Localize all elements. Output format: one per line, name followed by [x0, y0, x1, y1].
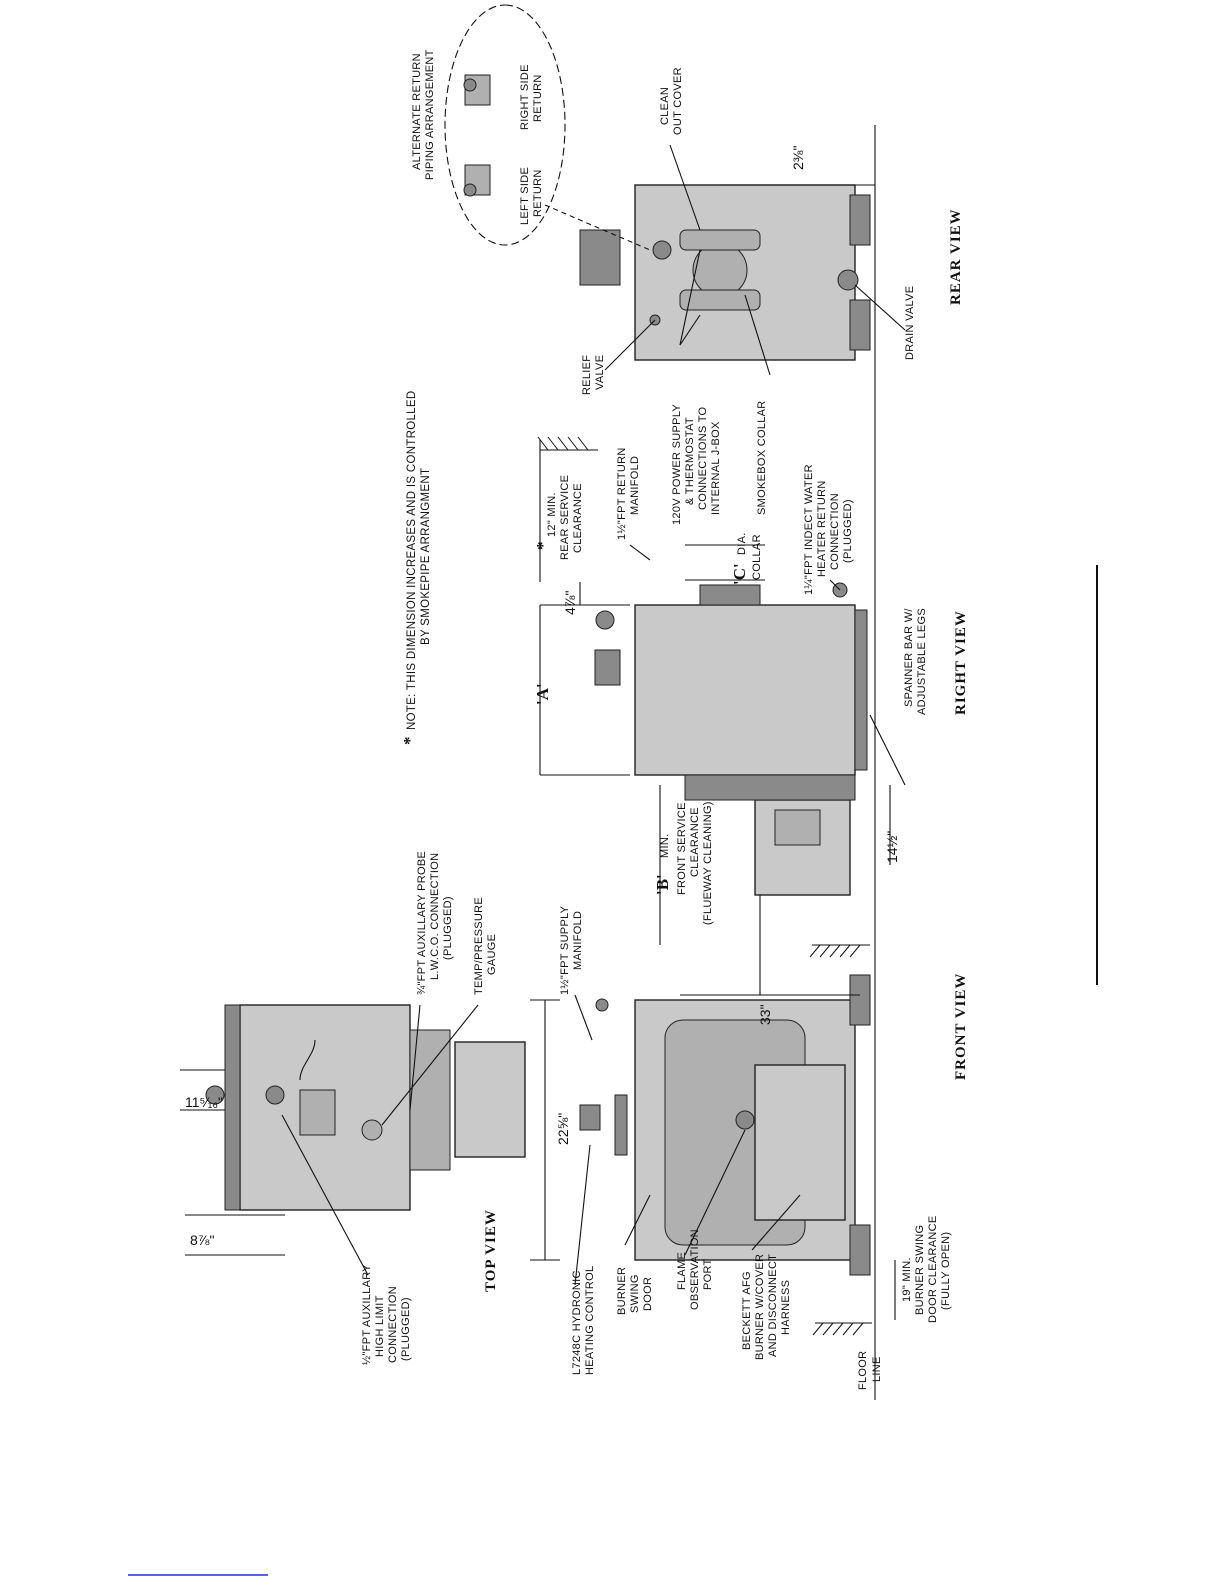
right-side-return-icon — [463, 74, 491, 106]
front-view — [579, 974, 871, 1276]
right-view-title: RIGHT VIEW — [953, 610, 969, 715]
wall-hatch-rear — [537, 436, 598, 451]
relief-valve-label: RELIEF VALVE — [581, 351, 606, 395]
alternate-return-label: ALTERNATE RETURN PIPING ARRANGEMENT — [411, 49, 436, 180]
dim-c: 'C' — [730, 563, 749, 585]
top-view-title: TOP VIEW — [483, 1209, 499, 1292]
beckett-label: BECKETT AFG BURNER W/COVER AND DISCONNEC… — [741, 1250, 792, 1360]
indect-label: 1¼"FPT INDECT WATER HEATER RETURN CONNEC… — [803, 461, 854, 595]
dim-b-min: MIN. — [659, 834, 671, 858]
floor-label-1: FLOOR — [857, 1351, 869, 1390]
top-view — [205, 1004, 526, 1211]
swing-door-label: BURNER SWING DOOR — [616, 1263, 654, 1315]
dim-2-3-8: 2⅜" — [790, 146, 806, 170]
dim-11-5-16: 11⁵⁄₁₆" — [185, 1094, 223, 1110]
drain-valve-label: DRAIN VALVE — [904, 286, 916, 360]
right-side-return-label: RIGHT SIDE RETURN — [519, 61, 544, 130]
dim-c-dia: DIA. — [736, 532, 748, 555]
supply-manifold-label: 1½"FPT SUPPLY MANIFOLD — [559, 903, 584, 995]
wall-hatch-front-swing — [812, 1322, 872, 1336]
return-manifold-label: 1½"FPT RETURN MANIFOLD — [616, 444, 641, 540]
flame-port-icon — [735, 1110, 755, 1130]
power-supply-label: 120V POWER SUPPLY & THERMOSTAT CONNECTIO… — [671, 401, 722, 525]
floor-label-2: LINE — [871, 1356, 883, 1382]
dim-4-7-8: 4⅞" — [562, 591, 578, 615]
dim-33: 33" — [757, 1004, 773, 1025]
rear-view-title: REAR VIEW — [948, 208, 964, 305]
aux-high-limit-label: ½"FPT AUXILLARY HIGH LIMIT CONNECTION (P… — [361, 1261, 412, 1365]
dim-22-5-8: 22⅝" — [555, 1113, 571, 1145]
dim-14-1-2: 14½" — [884, 831, 900, 863]
temp-gauge-label: TEMP/PRESSURE GAUGE — [473, 894, 498, 995]
note-star: * — [400, 737, 419, 746]
temp-gauge-dial — [361, 1119, 383, 1141]
swing-clearance-label: 19" MIN. BURNER SWING DOOR CLEARANCE (FU… — [901, 1212, 952, 1323]
dim-c-collar: COLLAR — [751, 534, 763, 580]
note-text: NOTE: THIS DIMENSION INCREASES AND IS CO… — [406, 387, 432, 730]
front-clearance-label: FRONT SERVICE CLEARANCE (FLUEWAY CLEANIN… — [676, 799, 714, 925]
front-view-title: FRONT VIEW — [953, 973, 969, 1080]
clean-out-label: CLEAN OUT COVER — [659, 67, 684, 135]
spanner-label: SPANNER BAR W/ ADJUSTABLE LEGS — [903, 605, 928, 715]
dim-8-7-8: 8⅞" — [190, 1232, 214, 1248]
smokebox-label: SMOKEBOX COLLAR — [756, 400, 768, 515]
right-view — [594, 582, 868, 896]
smokebox-collar-icon — [692, 242, 748, 298]
alternate-return-bubble — [444, 4, 566, 246]
wall-hatch-front-service — [809, 944, 870, 958]
l7248c-label: L7248C HYDRONIC HEATING CONTROL — [571, 1266, 596, 1375]
left-side-return-label: LEFT SIDE RETURN — [519, 164, 544, 225]
dim-a: 'A' — [533, 683, 552, 705]
footer-link-underline — [128, 1574, 268, 1576]
flame-port-label: FLAME OBSERVATION PORT — [676, 1226, 714, 1310]
left-side-return-icon — [463, 164, 491, 197]
dim-12-star: * — [533, 542, 552, 551]
rear-view — [579, 184, 871, 361]
aux-probe-label: ¾"FPT AUXILLARY PROBE L.W.C.O. CONNECTIO… — [416, 848, 454, 995]
rear-clearance-label: 12" MIN. REAR SERVICE CLEARANCE — [546, 471, 584, 560]
dim-b: 'B' — [653, 874, 672, 895]
drain-valve-icon — [837, 269, 859, 291]
